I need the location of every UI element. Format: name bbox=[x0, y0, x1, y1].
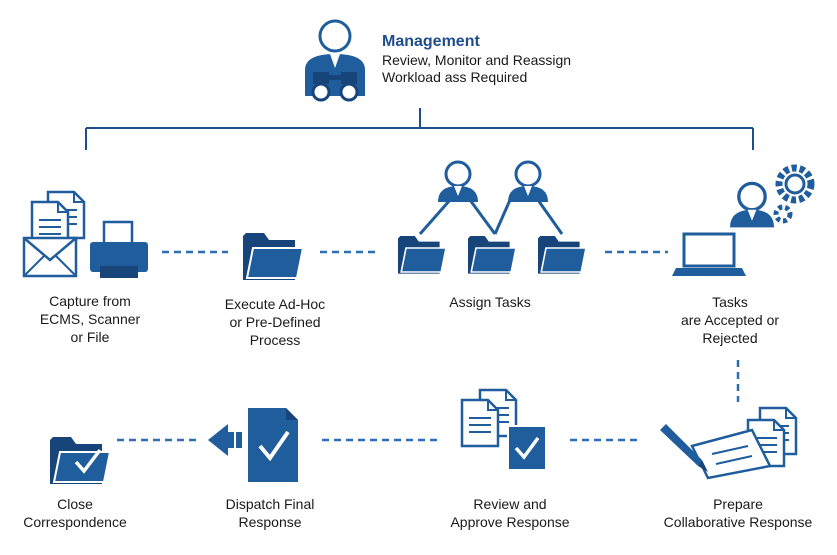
accept-label: Tasks are Accepted or Rejected bbox=[650, 293, 810, 347]
prepare-label-line: Collaborative Response bbox=[663, 514, 813, 530]
prepare-label-line: Prepare bbox=[713, 496, 763, 512]
assign-label-line: Assign Tasks bbox=[449, 294, 531, 310]
documents-envelope-printer-icon bbox=[22, 190, 148, 278]
capture-label-line: Capture from bbox=[49, 293, 131, 309]
dispatch-label-line: Response bbox=[238, 514, 302, 530]
manager-with-binoculars-icon bbox=[305, 19, 365, 102]
pen-signing-documents-icon bbox=[660, 406, 798, 480]
folder-icon bbox=[242, 232, 304, 281]
review-label-line: Approve Response bbox=[450, 514, 570, 530]
close-label-line: Close bbox=[57, 496, 93, 512]
user-laptop-gears-icon bbox=[672, 164, 815, 276]
review-label-line: Review and bbox=[473, 496, 547, 512]
users-folders-hierarchy-icon bbox=[397, 160, 587, 275]
management-bracket bbox=[85, 108, 754, 150]
send-checked-document-icon bbox=[208, 408, 298, 482]
execute-label-line: Execute Ad-Hoc bbox=[224, 296, 326, 312]
assign-label: Assign Tasks bbox=[420, 293, 560, 311]
management-title: Management bbox=[382, 33, 480, 50]
documents-checked-icon bbox=[460, 388, 547, 471]
execute-label-line: or Pre-Defined bbox=[229, 314, 321, 330]
capture-label-line: ECMS, Scanner bbox=[39, 311, 141, 327]
close-label: Close Correspondence bbox=[10, 495, 140, 531]
accept-label-line: Tasks bbox=[712, 294, 748, 310]
execute-label-line: Process bbox=[249, 332, 301, 348]
prepare-label: Prepare Collaborative Response bbox=[648, 495, 828, 531]
dispatch-label-line: Dispatch Final bbox=[225, 496, 315, 512]
checked-folder-icon bbox=[49, 436, 111, 485]
accept-label-line: are Accepted or bbox=[680, 312, 780, 328]
capture-label-line: or File bbox=[70, 329, 110, 345]
review-label: Review and Approve Response bbox=[430, 495, 590, 531]
dashed-connectors bbox=[117, 250, 740, 442]
dispatch-label: Dispatch Final Response bbox=[200, 495, 340, 531]
capture-label: Capture from ECMS, Scanner or File bbox=[20, 292, 160, 346]
management-description-line-2: Workload ass Required bbox=[382, 69, 528, 85]
management-description-line-1: Review, Monitor and Reassign bbox=[382, 52, 572, 68]
close-label-line: Correspondence bbox=[23, 514, 127, 530]
execute-label: Execute Ad-Hoc or Pre-Defined Process bbox=[200, 295, 350, 349]
accept-label-line: Rejected bbox=[702, 330, 758, 346]
